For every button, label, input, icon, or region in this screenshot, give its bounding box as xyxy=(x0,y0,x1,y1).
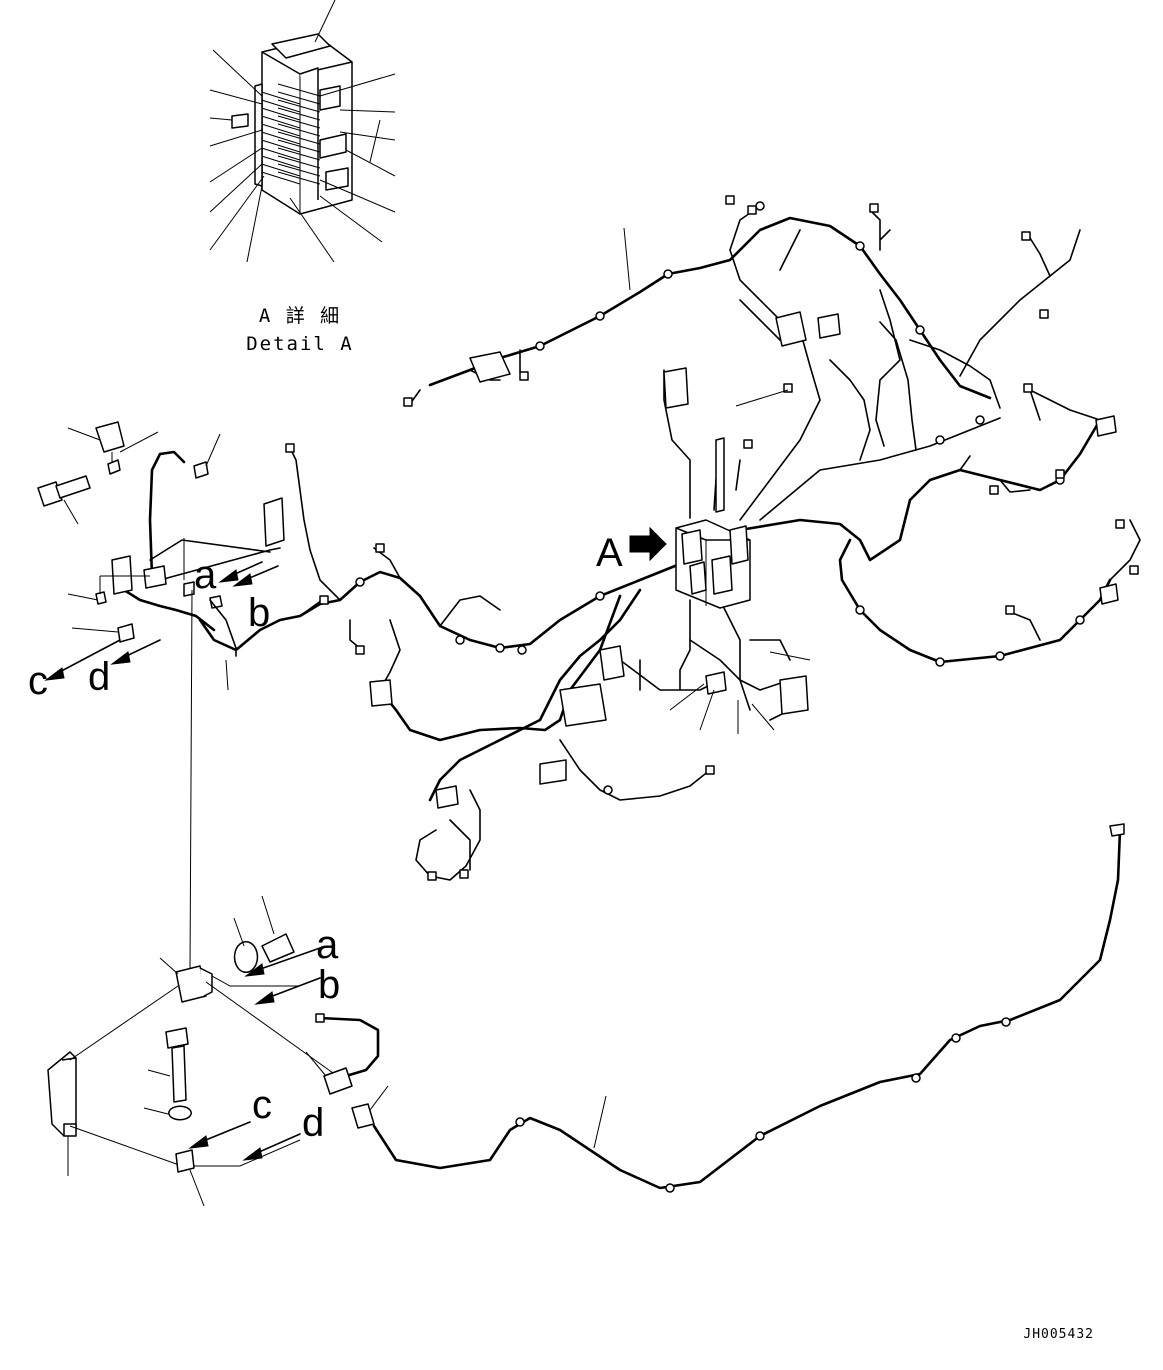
callout-d-upper: d xyxy=(88,655,110,699)
lower-bracket-assembly: a b c d xyxy=(47,823,1125,1207)
callout-c-lower: c xyxy=(252,1083,272,1127)
callout-d-lower: d xyxy=(302,1101,324,1145)
detail-a-fuse-box: A 詳 細 Detail A xyxy=(209,0,396,355)
callout-a-lower: a xyxy=(316,923,339,967)
callout-b-lower: b xyxy=(318,963,340,1007)
harness-clips xyxy=(355,201,1085,795)
detail-a-title-en: Detail A xyxy=(246,333,354,355)
callout-a-upper: a xyxy=(194,553,217,597)
main-harness xyxy=(198,195,1141,881)
drawing-code: JH005432 xyxy=(1023,1327,1094,1342)
main-leaders xyxy=(623,227,811,734)
callout-c-upper: c xyxy=(28,659,48,703)
central-junction-block xyxy=(675,519,751,609)
view-a-indicator: A xyxy=(596,526,667,575)
harness-connectors xyxy=(285,195,1139,881)
callout-b-upper: b xyxy=(248,591,270,635)
left-bracket-assembly: a b c d xyxy=(28,421,285,971)
detail-a-title-jp: A 詳 細 xyxy=(259,305,341,327)
view-a-label: A xyxy=(596,531,623,575)
detail-a-leaders xyxy=(209,0,396,263)
fuse-row xyxy=(254,83,321,187)
